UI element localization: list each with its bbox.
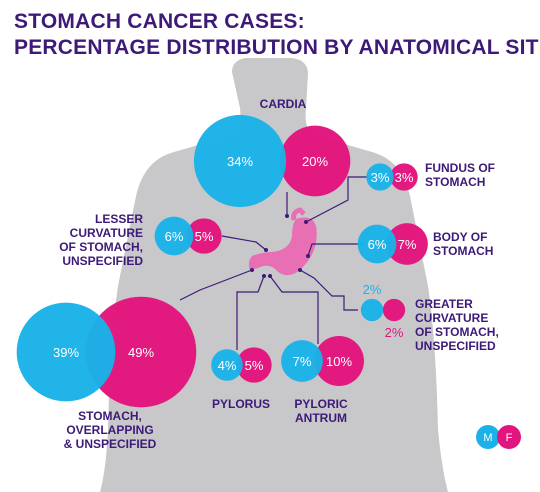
label-overlap-line-1: STOMACH,	[78, 409, 142, 423]
bubble-male-lesser	[154, 216, 194, 256]
bubble-male-antrum	[281, 340, 323, 382]
bubble-female-cardia	[279, 125, 351, 197]
chart-title-line-2: PERCENTAGE DISTRIBUTION BY ANATOMICAL SI…	[14, 36, 540, 59]
value-male-greater: 2%	[363, 282, 382, 297]
label-antrum-line-1: PYLORIC	[294, 397, 348, 411]
bubble-female-overlap	[85, 296, 197, 408]
bubble-male-body	[357, 224, 397, 264]
bubble-female-fundus	[390, 163, 418, 191]
value-female-lesser: 5%	[195, 229, 214, 244]
bubble-male-cardia	[193, 114, 287, 208]
label-greater-line-2: CURVATURE	[415, 311, 488, 325]
legend-female-swatch	[497, 425, 521, 449]
bubble-female-lesser	[186, 218, 222, 254]
bubble-female-pylorus	[236, 347, 272, 383]
connector-end-fundus	[304, 220, 308, 224]
value-female-overlap: 49%	[128, 345, 154, 360]
connector-body	[307, 243, 364, 257]
label-lesser-line-4: UNSPECIFIED	[62, 254, 143, 268]
label-greater-line-3: OF STOMACH,	[415, 325, 499, 339]
bubble-female-antrum	[314, 336, 364, 386]
value-female-cardia: 20%	[302, 154, 328, 169]
connector-end-body	[306, 254, 310, 258]
label-body-line-1: BODY OF	[433, 230, 487, 244]
connector-greater	[299, 269, 358, 311]
label-fundus-line-2: STOMACH	[425, 175, 485, 189]
connector-lines	[179, 176, 368, 350]
value-female-antrum: 10%	[326, 354, 352, 369]
label-lesser-line-3: OF STOMACH,	[59, 240, 143, 254]
value-male-antrum: 7%	[293, 354, 312, 369]
bubble-male-greater	[360, 298, 384, 322]
connector-end-cardia	[285, 214, 289, 218]
label-lesser-line-1: LESSER	[95, 212, 143, 226]
label-cardia-line-1: CARDIA	[260, 97, 307, 111]
legend: M F	[476, 425, 521, 449]
connector-pylorus	[236, 275, 265, 350]
value-female-greater: 2%	[385, 325, 404, 340]
chart-title-line-1: STOMACH CANCER CASES:	[14, 10, 305, 33]
connector-end-antrum	[268, 274, 272, 278]
value-male-lesser: 6%	[165, 229, 184, 244]
connector-end-greater	[298, 268, 302, 272]
connector-end-overlap	[250, 268, 254, 272]
bubble-male-pylorus	[211, 349, 243, 381]
connector-lesser	[221, 235, 267, 251]
bubble-male-overlap	[16, 302, 116, 402]
bubble-female-body	[386, 223, 428, 265]
value-male-fundus: 3%	[371, 170, 390, 185]
connector-end-lesser	[264, 248, 268, 252]
label-overlap-line-3: & UNSPECIFIED	[64, 437, 157, 451]
value-male-body: 6%	[368, 237, 387, 252]
label-antrum-line-2: ANTRUM	[295, 411, 347, 425]
value-female-pylorus: 5%	[245, 358, 264, 373]
legend-male-swatch	[476, 425, 500, 449]
value-male-overlap: 39%	[53, 345, 79, 360]
label-greater-line-1: GREATER	[415, 297, 473, 311]
label-greater-line-4: UNSPECIFIED	[415, 339, 496, 353]
value-female-body: 7%	[398, 237, 417, 252]
bubbles: 34% 20% 3% 3% 6% 5% 6% 7% 2% 2% 39% 49% 4% 5% 7% 10%	[16, 114, 428, 408]
connector-fundus	[305, 176, 368, 223]
label-overlap-line-2: OVERLAPPING	[66, 423, 153, 437]
label-pylorus-line-1: PYLORUS	[212, 397, 270, 411]
value-male-pylorus: 4%	[218, 358, 237, 373]
connector-overlap	[179, 269, 253, 301]
value-female-fundus: 3%	[395, 170, 414, 185]
label-body-line-2: STOMACH	[433, 244, 493, 258]
legend-male-label: M	[483, 432, 492, 444]
legend-female-label: F	[506, 432, 513, 444]
stomach-illustration	[248, 207, 317, 276]
bubble-female-greater	[382, 298, 406, 322]
label-fundus-line-1: FUNDUS OF	[425, 161, 495, 175]
connector-end-pylorus	[262, 274, 266, 278]
bubble-male-fundus	[366, 163, 394, 191]
connector-antrum	[269, 275, 319, 344]
value-male-cardia: 34%	[227, 154, 253, 169]
label-lesser-line-2: CURVATURE	[70, 226, 143, 240]
body-silhouette	[100, 58, 448, 492]
